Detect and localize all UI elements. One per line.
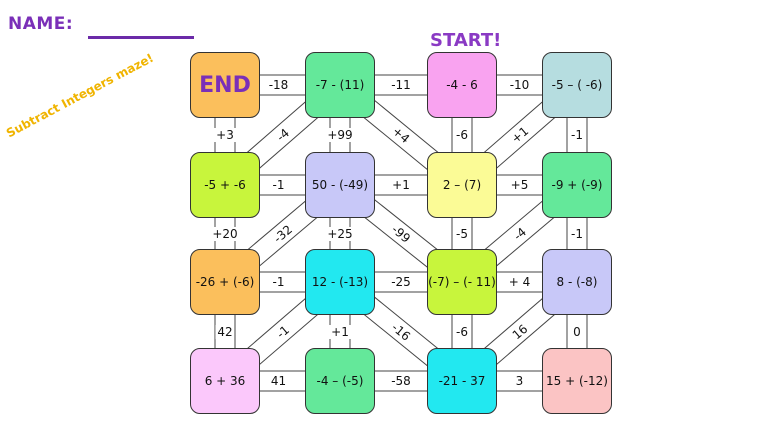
maze-cell[interactable]: 50 - (-49) — [305, 152, 375, 218]
maze-cell[interactable]: -4 – (-5) — [305, 348, 375, 414]
step-label: +20 — [210, 226, 240, 241]
name-line[interactable] — [88, 36, 194, 39]
step-label: + 4 — [506, 275, 533, 289]
maze-cell[interactable]: -26 + (-6) — [190, 249, 260, 315]
maze-cell[interactable]: -5 – ( -6) — [542, 52, 612, 118]
step-label: 0 — [571, 324, 583, 339]
step-label: -5 — [454, 226, 470, 241]
maze-cell[interactable]: 6 + 36 — [190, 348, 260, 414]
step-label: +1 — [390, 178, 412, 192]
step-label: +3 — [214, 128, 236, 142]
step-label: 41 — [268, 374, 289, 388]
step-label: -6 — [454, 324, 470, 339]
step-label: -1 — [270, 178, 287, 192]
step-label: -10 — [507, 78, 532, 92]
start-label: START! — [430, 30, 502, 51]
step-label: +1 — [329, 324, 351, 339]
maze-cell[interactable]: -9 + (-9) — [542, 152, 612, 218]
name-label: NAME: — [8, 14, 74, 34]
step-label: -1 — [569, 128, 585, 142]
maze-cell[interactable]: -21 - 37 — [427, 348, 497, 414]
step-label: -11 — [389, 78, 413, 92]
step-label: -25 — [389, 275, 413, 289]
maze-cell[interactable]: (-7) – (- 11) — [427, 249, 497, 315]
step-label: -1 — [270, 275, 287, 289]
step-label: -1 — [569, 226, 585, 241]
maze-cell[interactable]: 15 + (-12) — [542, 348, 612, 414]
step-label: -18 — [266, 78, 291, 92]
maze-cell[interactable]: -7 - (11) — [305, 52, 375, 118]
step-label: -6 — [454, 128, 470, 142]
maze-cell[interactable]: 12 - (-13) — [305, 249, 375, 315]
step-label: +5 — [508, 178, 531, 192]
maze-cell[interactable]: 2 – (7) — [427, 152, 497, 218]
step-label: +25 — [325, 226, 355, 241]
step-label: 3 — [513, 374, 526, 388]
step-label: +99 — [325, 128, 355, 142]
end-cell[interactable]: END — [190, 52, 260, 118]
step-label: 42 — [215, 324, 235, 339]
start-cell[interactable]: -4 - 6 — [427, 52, 497, 118]
maze-cell[interactable]: -5 + -6 — [190, 152, 260, 218]
step-label: -58 — [389, 374, 413, 388]
maze-cell[interactable]: 8 - (-8) — [542, 249, 612, 315]
